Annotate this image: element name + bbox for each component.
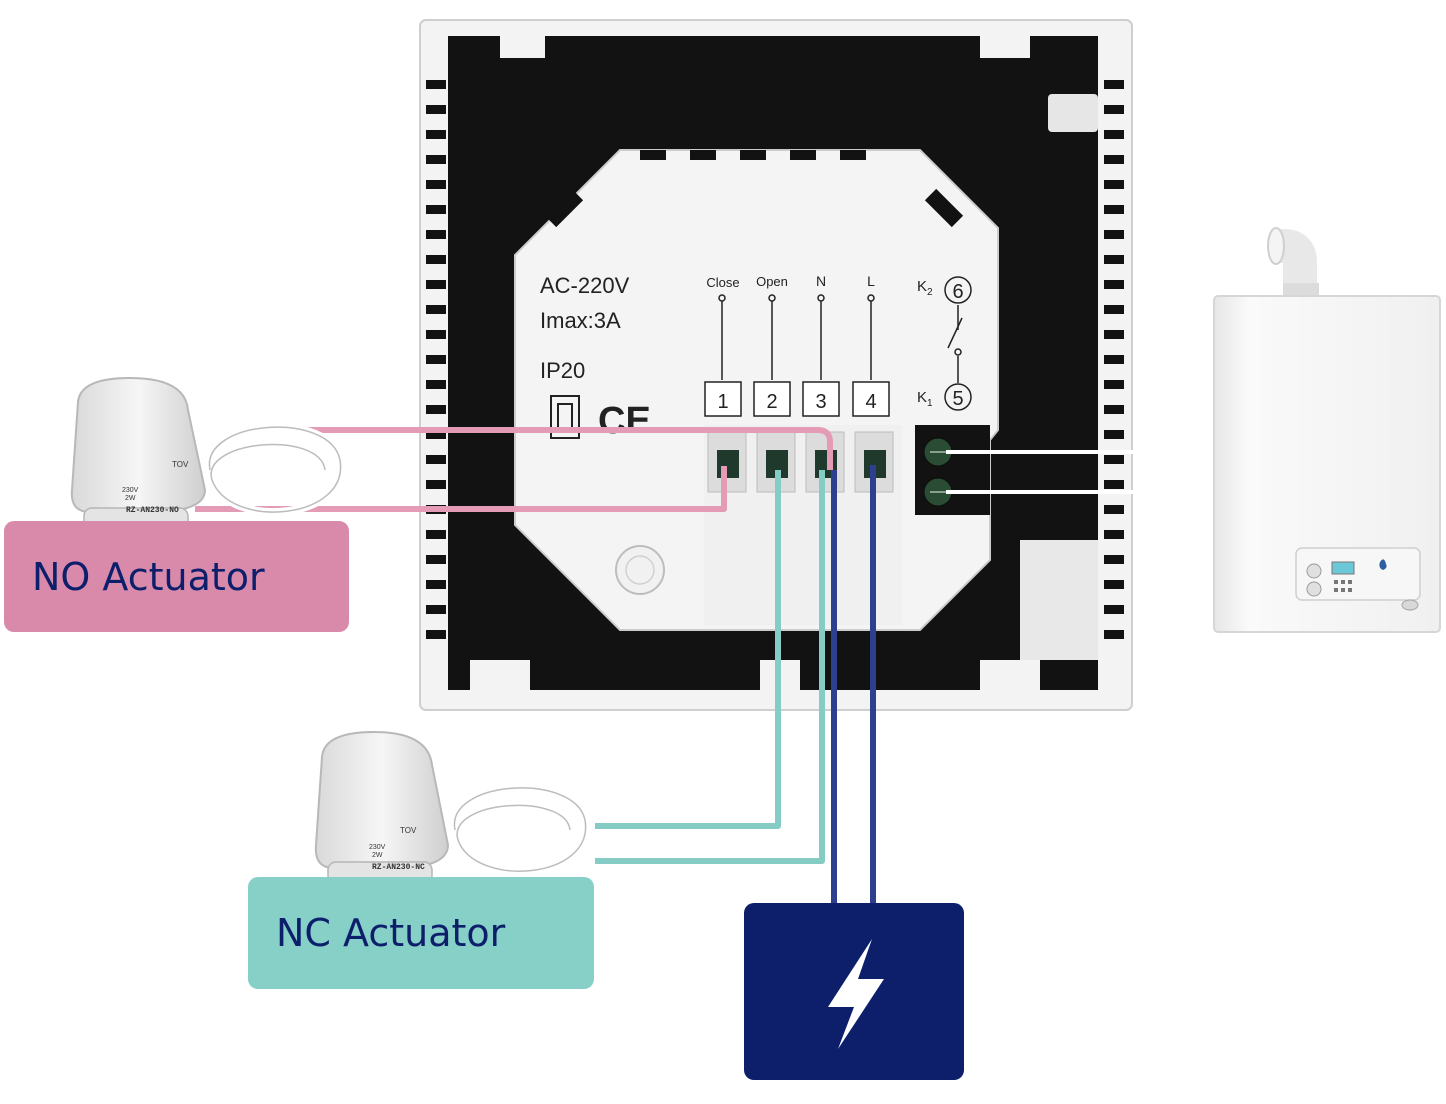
rating-current: Imax:3A (540, 308, 621, 333)
relay-contacts: K2 6 K1 5 (917, 276, 972, 411)
power-source-box (744, 903, 964, 1080)
nc-actuator-device: TOV 230V 2W RZ-AN230-NC (314, 730, 590, 885)
relay-number: 5 (952, 388, 963, 410)
boiler-control-panel (1295, 547, 1421, 601)
no-actuator-label-box: NO Actuator (4, 521, 349, 632)
double-insulation-icon (550, 395, 580, 439)
terminal-number: 3 (815, 391, 826, 413)
frame-tabs (470, 36, 1098, 690)
no-actuator-spec-voltage: 230V (122, 487, 139, 494)
nc-actuator-spec-voltage: 230V (369, 844, 386, 851)
housing-vent-teeth (640, 150, 866, 160)
housing-slot-right (924, 188, 964, 228)
no-wire-close (195, 466, 727, 512)
lightning-bolt-icon (828, 939, 884, 1049)
terminal-labels: Close Open N L 1 2 3 4 (704, 273, 890, 417)
right-vent-slots (1104, 80, 1124, 639)
no-actuator-brand: TOV (172, 460, 189, 469)
relay-label: K (917, 389, 927, 406)
thermostat-back: AC-220V Imax:3A IP20 CE Close Open N L (419, 19, 1133, 711)
terminal-name: N (816, 273, 826, 289)
terminal-number: 1 (717, 391, 728, 413)
nc-actuator-model: RZ-AN230-NC (372, 863, 425, 872)
svg-text:K2: K2 (917, 278, 933, 298)
nc-wire-open (595, 470, 781, 829)
gas-boiler-icon (1213, 227, 1441, 633)
no-actuator-spec-power: 2W (125, 495, 136, 502)
reset-hole (615, 545, 665, 595)
nc-actuator-label: NC Actuator (276, 911, 506, 955)
left-vent-slots (426, 80, 446, 639)
terminal-number: 4 (865, 391, 876, 413)
nc-wire-neutral (595, 470, 825, 864)
rating-voltage: AC-220V (540, 273, 630, 298)
terminal-number: 2 (766, 391, 777, 413)
terminal-name: L (867, 273, 875, 289)
nc-actuator-label-box: NC Actuator (248, 877, 594, 989)
no-actuator-label: NO Actuator (32, 554, 265, 599)
ce-mark: CE (598, 400, 651, 442)
terminal-name: Close (706, 275, 739, 290)
svg-text:K1: K1 (917, 389, 933, 409)
relay-label: K (917, 278, 927, 295)
no-wire-neutral (300, 427, 833, 470)
housing-slot-left (544, 188, 584, 228)
relay-number: 6 (952, 281, 963, 303)
relay-sub: 1 (927, 398, 933, 409)
terminal-name: Open (756, 274, 788, 289)
wiring (195, 427, 1214, 905)
no-actuator-model: RZ-AN230-NO (126, 506, 179, 515)
ip-rating: IP20 (540, 358, 585, 383)
nc-actuator-spec-power: 2W (372, 852, 383, 859)
nc-actuator-brand: TOV (400, 826, 417, 835)
relay-sub: 2 (927, 287, 933, 298)
